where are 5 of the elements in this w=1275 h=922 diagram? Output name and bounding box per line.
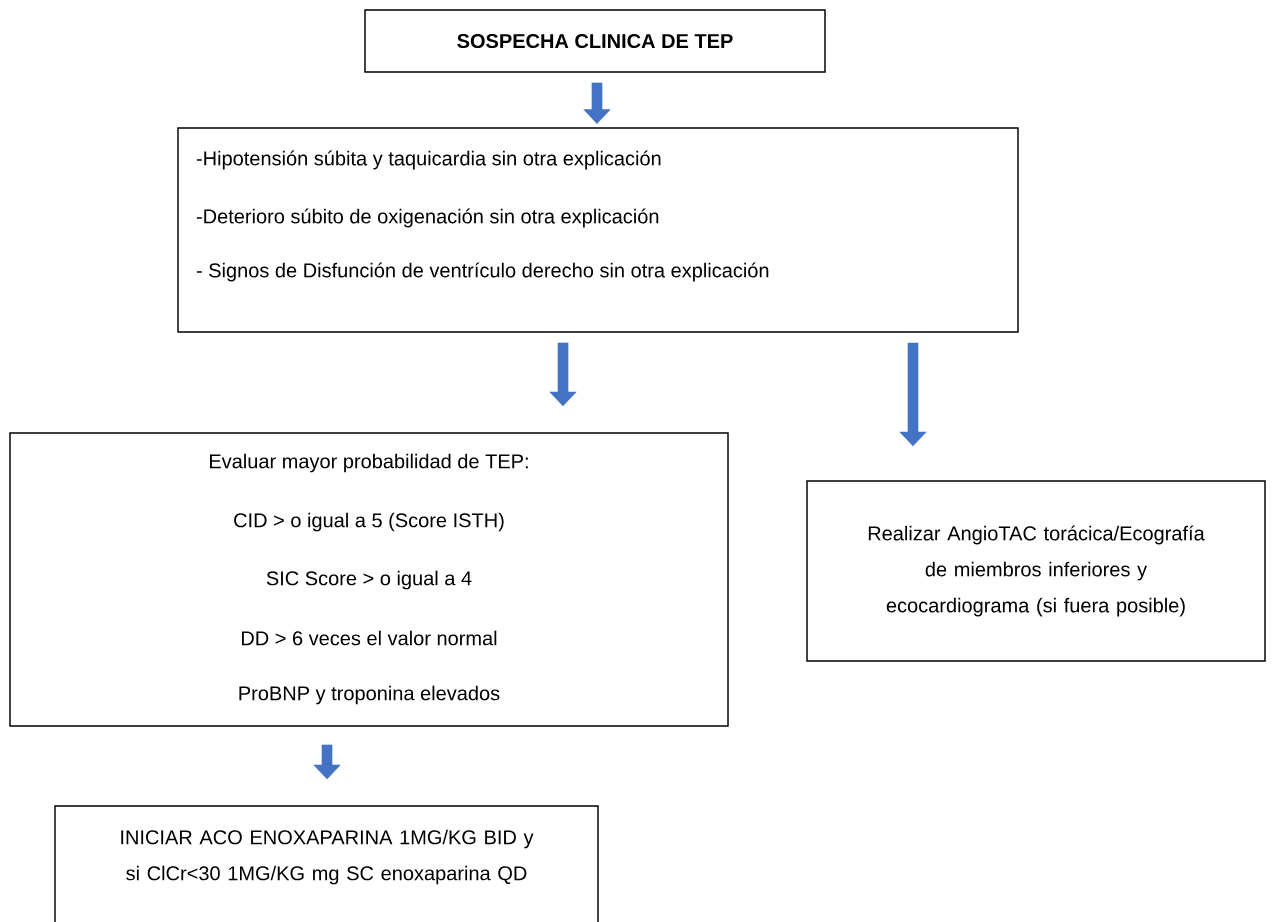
text-box: Evaluar mayor probabilidad de TEP: CID > o igual a 5 (Score ISTH) SIC Score > o igual a 4 DD > 6 veces el valor normal ProBNP y troponina elevados xyxy=(9,432,729,727)
text-box: Realizar AngioTAC torácica/Ecografía de miembros inferiores y ecocardiograma (si fuera posible) xyxy=(806,480,1266,662)
text-box: SOSPECHA CLINICA DE TEP xyxy=(364,9,826,73)
text-box: -Hipotensión súbita y taquicardia sin otra explicación -Deterioro súbito de oxigenación sin otra explicación - Signos de Disfunción de ventrículo derecho sin otra explicación xyxy=(177,127,1019,333)
text-box: INICIAR ACO ENOXAPARINA 1MG/KG BID y si ClCr<30 1MG/KG mg SC enoxaparina QD xyxy=(54,805,599,922)
